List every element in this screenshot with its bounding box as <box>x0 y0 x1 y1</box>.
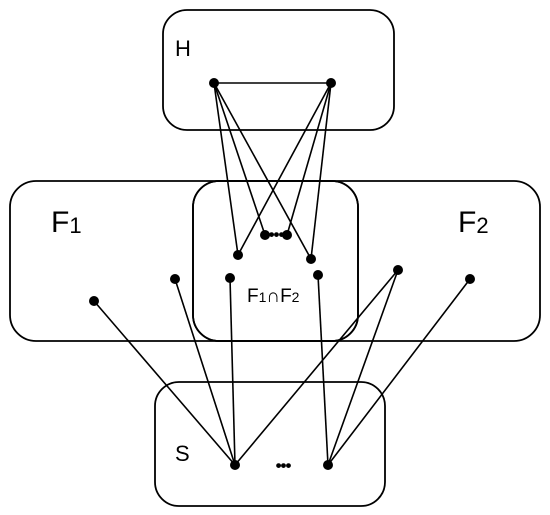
set-f1-box <box>9 180 359 342</box>
edge-s2-i6 <box>317 274 329 466</box>
node-f2-a <box>393 265 403 275</box>
node-f1-a <box>89 296 99 306</box>
set-intersection-box <box>192 180 359 342</box>
node-s1 <box>230 460 240 470</box>
edge-h1-i5 <box>213 82 312 260</box>
node-int-4 <box>225 273 235 283</box>
edges <box>93 82 471 466</box>
s-ellipsis: ••• <box>276 456 292 475</box>
int-cap-symbol: ∩ <box>266 286 280 307</box>
edge-s2-f2a <box>327 269 399 466</box>
set-f2-letter: F <box>458 206 476 239</box>
edge-s1-i4 <box>229 277 236 466</box>
node-h2 <box>326 78 336 88</box>
edge-h2-i1 <box>237 82 332 256</box>
int-f1-letter: F <box>247 286 259 307</box>
set-h-label: H <box>175 36 191 61</box>
edge-h2-i3 <box>286 82 332 236</box>
set-s-box <box>154 381 386 507</box>
set-intersection-label: F1∩F2 <box>247 286 300 307</box>
node-int-3 <box>282 230 292 240</box>
node-int-6 <box>313 270 323 280</box>
edge-h1-i2 <box>213 82 266 236</box>
set-f1-subscript: 1 <box>69 213 81 238</box>
edge-s1-f2a <box>234 269 399 466</box>
node-int-2 <box>260 230 270 240</box>
set-h-box <box>162 9 395 131</box>
int-f1-subscript: 1 <box>259 289 267 305</box>
edge-s2-f2b <box>327 278 471 466</box>
node-f1-b <box>170 274 180 284</box>
node-s2 <box>323 460 333 470</box>
int-f2-subscript: 2 <box>292 289 300 305</box>
set-f1-label: F1 <box>51 206 82 239</box>
edge-h1-i1 <box>213 82 239 256</box>
node-int-5 <box>306 254 316 264</box>
edge-h2-i5 <box>310 82 332 260</box>
set-f2-subscript: 2 <box>476 213 488 238</box>
intersection-ellipsis: ••• <box>269 225 285 244</box>
node-int-1 <box>233 250 243 260</box>
node-f2-b <box>465 274 475 284</box>
edge-s1-f1a <box>93 300 236 466</box>
edge-s1-f1b <box>174 278 236 466</box>
int-f2-letter: F <box>280 286 292 307</box>
set-s-label: S <box>175 441 190 466</box>
node-h1 <box>209 78 219 88</box>
set-f1-letter: F <box>51 206 69 239</box>
nodes <box>89 78 475 470</box>
set-f2-label: F2 <box>458 206 489 239</box>
